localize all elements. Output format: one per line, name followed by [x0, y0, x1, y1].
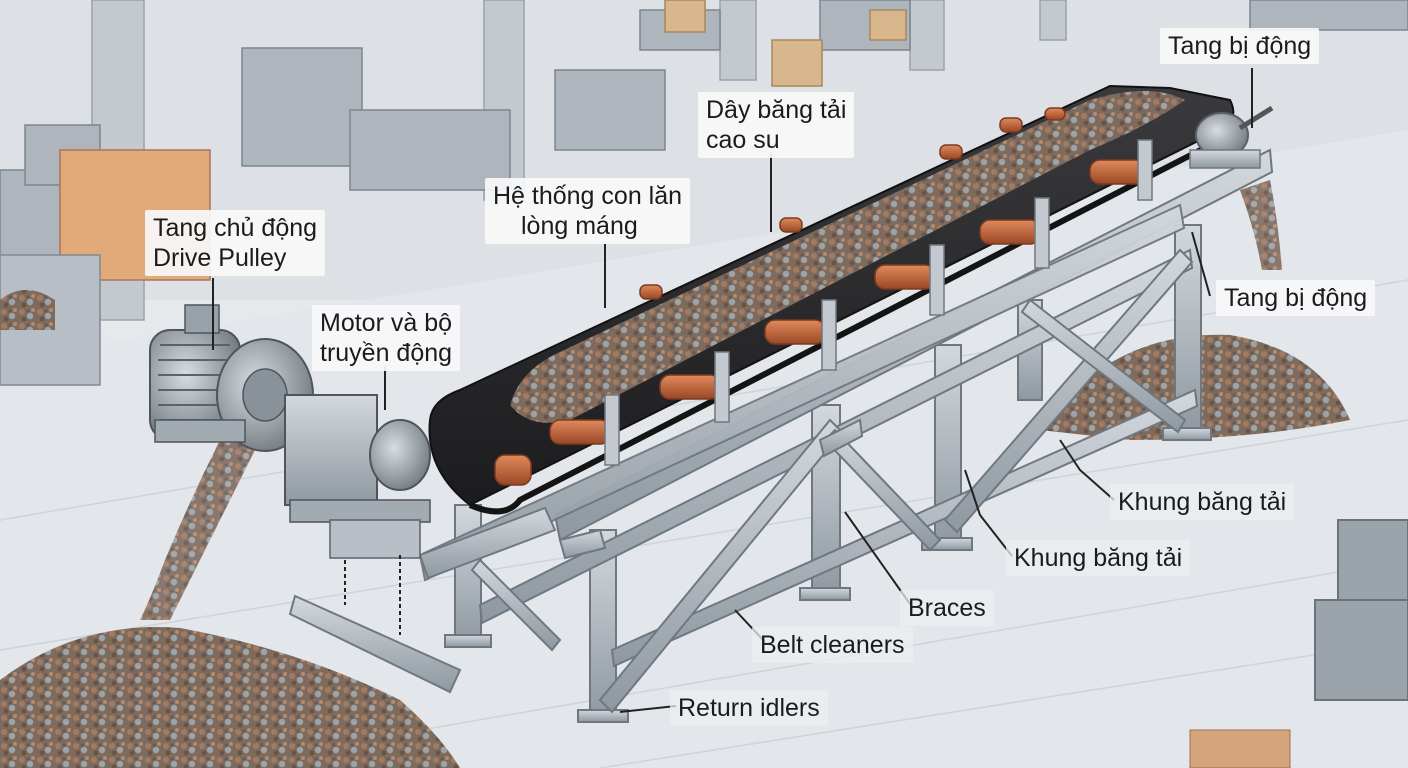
label-tail-pulley-right-text: Tang bị động: [1224, 284, 1368, 312]
label-braces-text: Braces: [908, 594, 986, 622]
label-frame-2-text: Khung băng tải: [1014, 544, 1183, 572]
label-rubber-belt-line1: Dây băng tải: [706, 96, 847, 124]
label-motor-transmission-line2: truyền động: [320, 339, 453, 367]
label-troughing-idlers: Hệ thống con lăn lòng máng: [485, 178, 691, 244]
label-troughing-idlers-line1: Hệ thống con lăn: [493, 182, 683, 210]
idler-brackets: [604, 139, 1153, 466]
label-return-idlers: Return idlers: [670, 690, 828, 726]
label-rubber-belt-line2: cao su: [706, 126, 780, 154]
label-braces: Braces: [900, 590, 994, 626]
label-drive-pulley: Tang chủ động Drive Pulley: [145, 210, 326, 276]
label-troughing-idlers-line2: lòng máng: [521, 212, 638, 240]
base-beam: [288, 506, 557, 694]
label-motor-transmission-line1: Motor và bộ: [320, 309, 453, 337]
label-drive-pulley-line1: Tang chủ động: [153, 214, 318, 242]
label-rubber-belt: Dây băng tải cao su: [698, 92, 855, 158]
label-belt-cleaners-text: Belt cleaners: [760, 631, 905, 659]
label-frame-1: Khung băng tải: [1110, 484, 1295, 520]
conveyor-frame: [418, 148, 1274, 723]
conveyor-belt: [428, 84, 1235, 515]
label-frame-2: Khung băng tải: [1006, 540, 1191, 576]
label-drive-pulley-line2: Drive Pulley: [153, 244, 287, 272]
tail-pulley: [1189, 105, 1274, 169]
label-tail-pulley-top-text: Tang bị động: [1168, 32, 1312, 60]
label-return-idlers-text: Return idlers: [678, 694, 820, 722]
label-frame-1-text: Khung băng tải: [1118, 488, 1287, 516]
label-tail-pulley-right: Tang bị động: [1216, 280, 1376, 316]
motor-assembly: [149, 304, 431, 559]
label-motor-transmission: Motor và bộ truyền động: [312, 305, 461, 371]
label-belt-cleaners: Belt cleaners: [752, 627, 913, 663]
label-tail-pulley-top: Tang bị động: [1160, 28, 1320, 64]
